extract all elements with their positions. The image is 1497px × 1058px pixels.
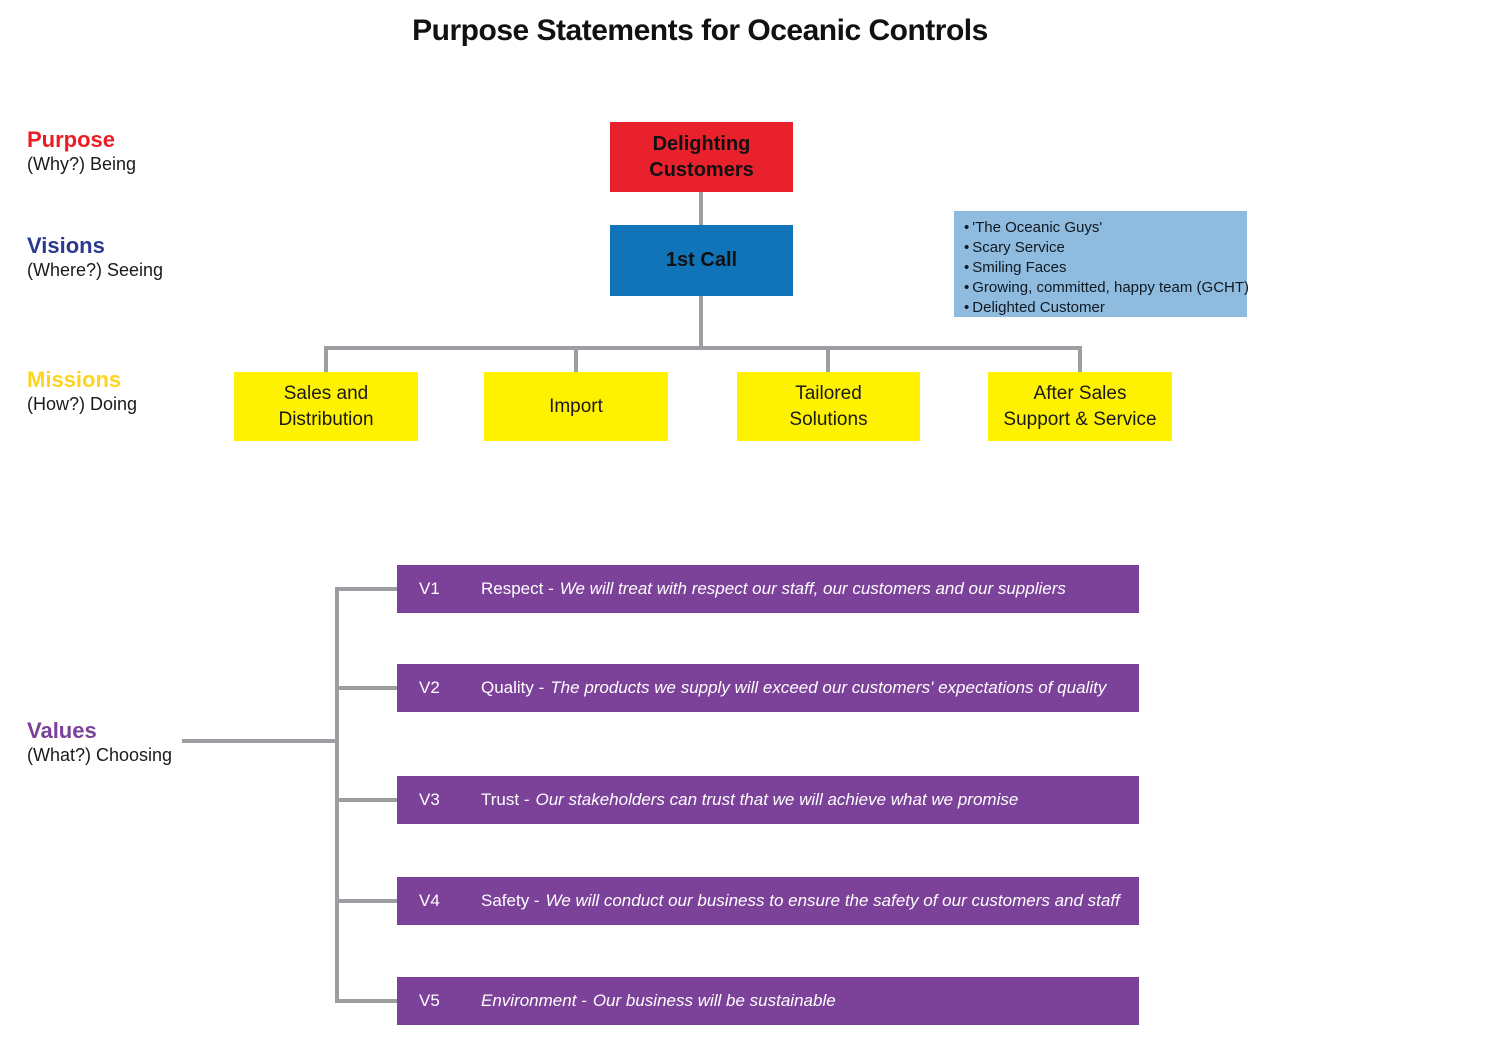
value-bar-v1: V1 Respect - We will treat with respect …	[397, 565, 1139, 613]
missions-heading: Missions	[27, 367, 122, 392]
row-label-purpose: Purpose (Why?) Being	[27, 127, 136, 175]
value-name: Safety -	[481, 891, 540, 910]
visions-subtext: (Where?) Seeing	[27, 260, 164, 280]
connector-values-vertical	[335, 587, 339, 1003]
note-text: 'The Oceanic Guys'	[972, 219, 1103, 236]
purpose-node-delighting-customers: Delighting Customers	[610, 122, 793, 192]
vision-notes-panel: •'The Oceanic Guys' •Scary Service •Smil…	[954, 211, 1249, 318]
row-label-missions: Missions (How?) Doing	[27, 367, 137, 415]
value-statement: Our business will be sustainable	[592, 991, 836, 1010]
mission-node-tailored-solutions: Tailored Solutions	[737, 372, 920, 441]
value-name: Quality -	[481, 678, 545, 697]
note-item: •Delighted Customer	[964, 298, 1239, 318]
value-bar-v2: V2 Quality - The products we supply will…	[397, 664, 1139, 712]
note-item: •Scary Service	[964, 238, 1239, 258]
mission-node-after-sales: After Sales Support & Service	[988, 372, 1172, 441]
purpose-subtext: (Why?) Being	[27, 154, 137, 174]
row-label-values: Values (What?) Choosing	[27, 718, 172, 766]
note-item: •Growing, committed, happy team (GCHT)	[964, 278, 1249, 298]
value-name: Environment -	[481, 991, 587, 1010]
connector-mission-drop-1	[324, 348, 328, 372]
note-item: •'The Oceanic Guys'	[964, 218, 1239, 238]
row-label-visions: Visions (Where?) Seeing	[27, 233, 163, 281]
value-name: Trust -	[481, 790, 530, 809]
connector-value-stub-4	[335, 899, 397, 903]
values-heading: Values	[27, 718, 97, 743]
mission-node-import: Import	[484, 372, 668, 441]
value-name: Respect -	[481, 579, 554, 598]
purpose-heading: Purpose	[27, 127, 116, 152]
values-subtext: (What?) Choosing	[27, 745, 173, 765]
bullet-marker: •	[964, 279, 970, 296]
value-statement: We will treat with respect our staff, ou…	[559, 579, 1066, 598]
missions-subtext: (How?) Doing	[27, 394, 138, 414]
bullet-marker: •	[964, 259, 970, 276]
value-statement: Our stakeholders can trust that we will …	[535, 790, 1019, 809]
connector-missions-horizontal	[324, 346, 1082, 350]
bullet-marker: •	[964, 219, 970, 236]
value-statement: We will conduct our business to ensure t…	[545, 891, 1120, 910]
connector-mission-drop-4	[1078, 348, 1082, 372]
connector-value-stub-5	[335, 999, 397, 1003]
value-code: V2	[419, 678, 440, 697]
connector-values-label-line	[182, 739, 339, 743]
connector-value-stub-2	[335, 686, 397, 690]
connector-value-stub-3	[335, 798, 397, 802]
connector-mission-drop-2	[574, 348, 578, 372]
visions-heading: Visions	[27, 233, 105, 258]
value-code: V4	[419, 891, 440, 910]
note-text: Delighted Customer	[972, 299, 1105, 316]
value-code: V5	[419, 991, 440, 1010]
note-text: Growing, committed, happy team (GCHT)	[972, 279, 1250, 296]
connector-vision-to-missions	[699, 296, 703, 348]
connector-purpose-to-vision	[699, 192, 703, 225]
vision-node-1st-call: 1st Call	[610, 225, 793, 296]
value-code: V3	[419, 790, 440, 809]
note-item: •Smiling Faces	[964, 258, 1239, 278]
mission-node-sales-distribution: Sales and Distribution	[234, 372, 418, 441]
value-bar-v3: V3 Trust - Our stakeholders can trust th…	[397, 776, 1139, 824]
connector-value-stub-1	[335, 587, 397, 591]
bullet-marker: •	[964, 239, 970, 256]
note-text: Scary Service	[972, 239, 1065, 256]
connector-mission-drop-3	[826, 348, 830, 372]
note-text: Smiling Faces	[972, 259, 1067, 276]
value-statement: The products we supply will exceed our c…	[550, 678, 1107, 697]
value-code: V1	[419, 579, 440, 598]
page-title: Purpose Statements for Oceanic Controls	[412, 14, 988, 47]
bullet-marker: •	[964, 299, 970, 316]
value-bar-v5: V5 Environment - Our business will be su…	[397, 977, 1139, 1025]
value-bar-v4: V4 Safety - We will conduct our business…	[397, 877, 1139, 925]
